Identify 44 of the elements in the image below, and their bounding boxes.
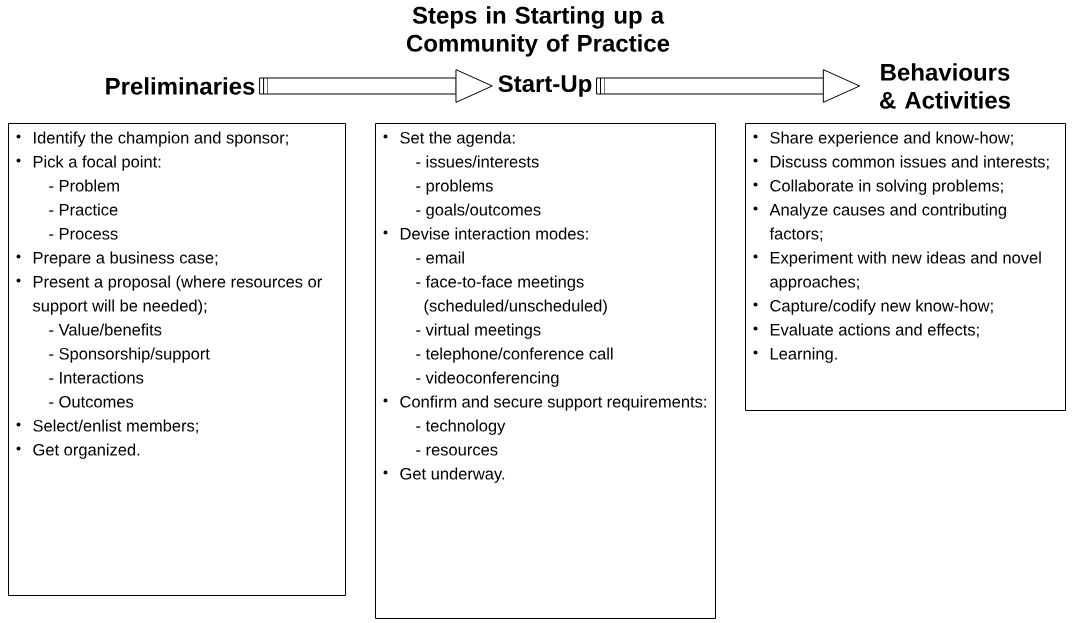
column-heading: Preliminaries bbox=[106, 77, 255, 95]
sub-item: - face-to-face meetings (scheduled/unscheduled) bbox=[416, 275, 607, 315]
list-box bbox=[8, 123, 346, 596]
sub-item: - email bbox=[416, 251, 464, 264]
bullet-item: Pick a focal point: bbox=[16, 155, 161, 171]
sub-item: - resources bbox=[416, 446, 498, 456]
bullet-item: Get organized. bbox=[16, 443, 140, 459]
bullet-item: Experiment with new ideas and novel approaches; bbox=[753, 251, 1041, 291]
sub-item: - problems bbox=[416, 179, 493, 195]
bullet-item: Analyze causes and contributing factors; bbox=[753, 203, 1006, 242]
bullet-item: Devise interaction modes: bbox=[383, 227, 588, 240]
bullet-item: Select/enlist members; bbox=[16, 419, 198, 434]
bullet-item: Identify the champion and sponsor; bbox=[16, 131, 288, 147]
column-heading: Start-Up bbox=[498, 75, 592, 97]
title: Steps in Starting up a Community of Practice bbox=[406, 6, 670, 57]
bullet-item: Prepare a business case; bbox=[16, 251, 218, 267]
sub-item: - issues/interests bbox=[416, 155, 539, 168]
bullet-item: Collaborate in solving problems; bbox=[753, 179, 1003, 195]
sub-item: - Process bbox=[49, 228, 118, 240]
block-arrow bbox=[596, 69, 861, 103]
sub-item: - Interactions bbox=[49, 371, 144, 384]
bullet-item: Capture/codify new know-how; bbox=[753, 299, 993, 315]
column-heading: Behaviours & Activities bbox=[880, 63, 1010, 109]
bullet-item: Set the agenda: bbox=[383, 131, 515, 147]
block-arrow bbox=[259, 69, 493, 103]
sub-item: - Problem bbox=[49, 179, 119, 192]
bullet-item: Get underway. bbox=[383, 467, 505, 483]
bullet-item: Learning. bbox=[753, 347, 837, 363]
bullet-item: Discuss common issues and interests; bbox=[753, 155, 1049, 170]
list-box bbox=[745, 123, 1066, 411]
sub-item: - videoconferencing bbox=[416, 371, 559, 387]
sub-item: - telephone/conference call bbox=[416, 347, 613, 363]
sub-item: - Value/benefits bbox=[49, 323, 162, 336]
sub-item: - goals/outcomes bbox=[416, 203, 541, 219]
bullet-item: Share experience and know-how; bbox=[753, 131, 1013, 147]
sub-item: - virtual meetings bbox=[416, 323, 541, 339]
list-box bbox=[375, 123, 716, 619]
bullet-item: Confirm and secure support requirements: bbox=[383, 395, 706, 411]
bullet-item: Present a proposal (where resources or support will be needed); bbox=[16, 275, 322, 315]
sub-item: - technology bbox=[416, 419, 506, 435]
sub-item: - Practice bbox=[49, 203, 118, 216]
sub-item: - Outcomes bbox=[49, 395, 134, 408]
bullet-item: Evaluate actions and effects; bbox=[753, 323, 979, 338]
sub-item: - Sponsorship/support bbox=[49, 347, 210, 363]
